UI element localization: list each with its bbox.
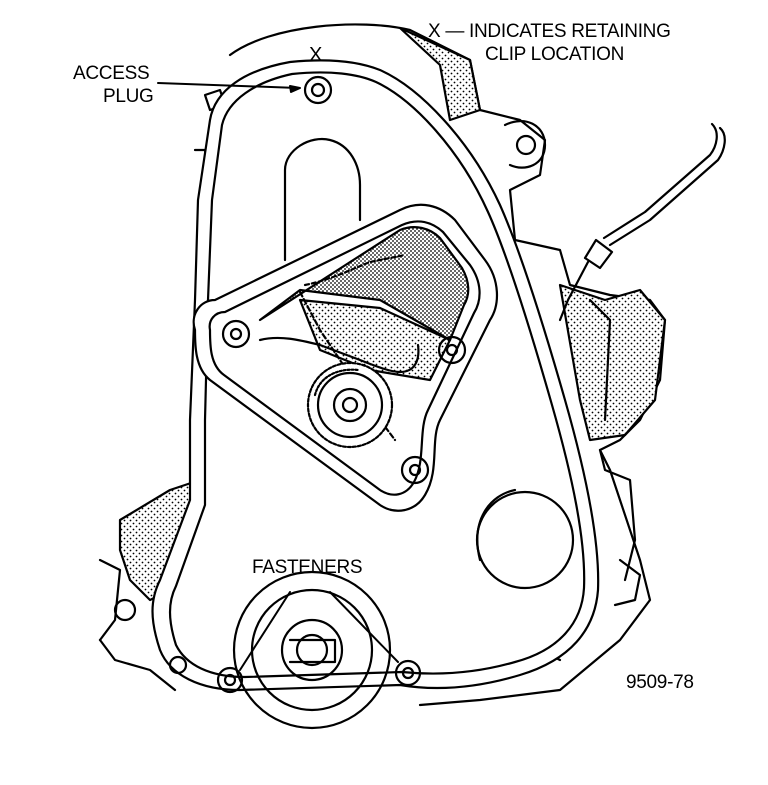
fasteners-leader-left [239,591,291,671]
tensioner-pulley [306,361,394,449]
crankshaft-pulley [232,570,392,730]
figure-number: 9509-78 [626,672,694,693]
cover-window-frame [192,203,499,512]
legend-line2: CLIP LOCATION [485,44,624,65]
access-plug-label-line1: ACCESS [73,63,150,84]
legend-line1: X — INDICATES RETAINING [428,21,671,42]
fasteners-label: FASTENERS [252,557,363,578]
access-plug-leader [157,82,299,89]
fastener-right [394,659,422,687]
access-plug [303,75,333,105]
fasteners-leader-right [329,591,399,663]
water-pump-boss [475,488,575,590]
access-plug-label-line2: PLUG [103,86,154,107]
fastener-left [216,666,244,694]
retaining-clip-marker: X [309,44,323,66]
leader-lines [157,82,399,671]
